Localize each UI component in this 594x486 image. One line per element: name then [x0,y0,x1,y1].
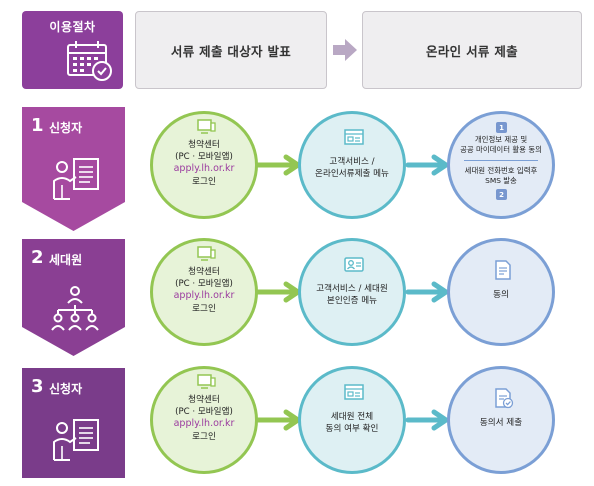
row3-login-line3: 로그인 [192,432,216,442]
row2-login-circle: 청약센터 (PC · 모바일앱) apply.lh.or.kr 로그인 [150,238,258,346]
row3-final-line1: 동의서 제출 [479,418,523,428]
row2-badge: 2 세대원 [22,239,125,356]
step-online-submit-text: 온라인 서류 제출 [426,43,518,59]
row1-name: 신청자 [49,121,83,135]
row3-menu-line2: 동의 여부 확인 [325,424,379,434]
row3-menu-circle: 세대원 전체 동의 여부 확인 [298,366,406,474]
row2-login-line1: 청약센터 [188,267,220,277]
row1-login-url[interactable]: apply.lh.or.kr [173,163,235,174]
row1-menu-line2: 온라인서류제출 메뉴 [315,169,389,179]
row3-login-url[interactable]: apply.lh.or.kr [173,418,235,429]
computer-icon [197,374,216,389]
row2-final-line1: 동의 [493,290,509,300]
row1-final-circle: 1 개인정보 제공 및 공공 마이데이터 활용 동의 세대원 전화번호 입력후 … [447,111,555,219]
online-form-icon [344,384,364,400]
row3-name: 신청자 [49,382,83,396]
id-card-icon [344,257,364,272]
document-check-icon [495,388,514,409]
computer-icon [197,119,216,134]
computer-icon [197,246,216,261]
presenter-document-icon [53,158,99,200]
step-arrow-icon [333,39,357,61]
row3-login-line1: 청약센터 [188,395,220,405]
row3-final-circle: 동의서 제출 [447,366,555,474]
procedure-label-text: 이용절차 [49,20,96,34]
row3-badge: 3 신청자 [22,368,125,478]
row2-login-line3: 로그인 [192,304,216,314]
row1-final-divider [464,160,538,161]
row1-final-chip2: 2 [496,189,507,200]
calendar-check-icon [67,41,112,81]
document-icon [495,260,511,280]
row2-number: 2 [31,247,44,268]
presenter-document-icon [53,419,99,461]
row1-menu-circle: 고객서비스 / 온라인서류제출 메뉴 [298,111,406,219]
step-online-submit-box: 온라인 서류 제출 [362,11,582,89]
row1-final-line1: 개인정보 제공 및 [474,135,528,144]
row1-login-line2: (PC · 모바일앱) [175,152,233,162]
row2-final-circle: 동의 [447,238,555,346]
row1-number: 1 [31,115,44,136]
row2-name: 세대원 [49,253,83,267]
row1-login-line1: 청약센터 [188,140,220,150]
step-announcement-text: 서류 제출 대상자 발표 [170,43,292,59]
procedure-label: 이용절차 [22,11,123,89]
row1-badge: 1 신청자 [22,107,125,231]
org-chart-icon [51,286,99,331]
step-announcement-box: 서류 제출 대상자 발표 [135,11,327,89]
row1-final-line3: 세대원 전화번호 입력후 [464,166,538,175]
row3-login-circle: 청약센터 (PC · 모바일앱) apply.lh.or.kr 로그인 [150,366,258,474]
row1-final-line4: SMS 발송 [485,176,517,185]
online-form-icon [344,129,364,145]
row3-login-line2: (PC · 모바일앱) [175,407,233,417]
row2-menu-circle: 고객서비스 / 세대원 본인인증 메뉴 [298,238,406,346]
row3-number: 3 [31,376,44,397]
row1-login-line3: 로그인 [192,177,216,187]
row1-login-circle: 청약센터 (PC · 모바일앱) apply.lh.or.kr 로그인 [150,111,258,219]
row1-final-line2: 공공 마이데이터 활용 동의 [460,145,542,154]
row1-final-chip1: 1 [496,122,507,133]
row1-menu-line1: 고객서비스 / [329,157,375,167]
row2-menu-line1: 고객서비스 / 세대원 [316,284,388,294]
row3-menu-line1: 세대원 전체 [330,412,374,422]
row2-login-line2: (PC · 모바일앱) [175,279,233,289]
row2-menu-line2: 본인인증 메뉴 [326,296,378,306]
row2-login-url[interactable]: apply.lh.or.kr [173,290,235,301]
